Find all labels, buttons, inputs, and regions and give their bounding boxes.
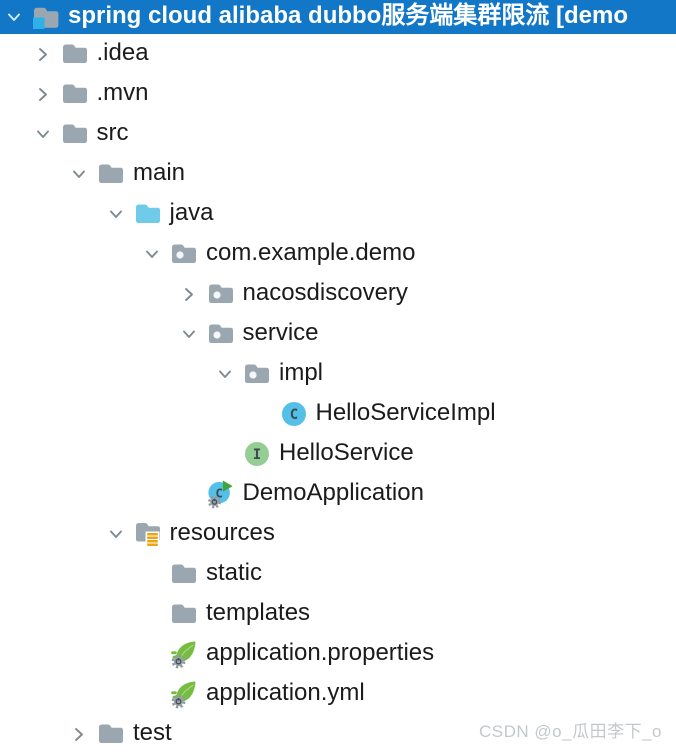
tree-item-label: com.example.demo: [206, 239, 416, 266]
tree-item-label: resources: [169, 519, 275, 546]
chevron-down-icon[interactable]: [104, 525, 128, 543]
tree-item-label: templates: [206, 599, 311, 626]
spring-config-icon: [170, 679, 198, 709]
tree-item-impl[interactable]: impl: [0, 354, 676, 394]
tree-item-test[interactable]: test: [0, 714, 676, 754]
tree-item-mvn[interactable]: .mvn: [0, 74, 676, 114]
project-folder-icon: [32, 2, 60, 32]
tree-item-project-root[interactable]: spring cloud alibaba dubbo服务端集群限流 [demo: [0, 0, 676, 34]
csdn-watermark: CSDN @o_瓜田李下_o: [479, 722, 662, 741]
tree-item-templates[interactable]: templates: [0, 594, 676, 634]
folder-icon: [97, 159, 125, 189]
tree-item-label: java: [169, 199, 214, 226]
chevron-right-icon[interactable]: [31, 45, 55, 63]
tree-item-label: service: [242, 319, 319, 346]
chevron-down-icon[interactable]: [213, 365, 237, 383]
tree-item-application-yml[interactable]: application.yml: [0, 674, 676, 714]
chevron-down-icon[interactable]: [177, 325, 201, 343]
chevron-down-icon[interactable]: [140, 245, 164, 263]
class-icon: [280, 399, 308, 429]
toggle-placeholder: [213, 445, 237, 463]
tree-item-demoapplication[interactable]: DemoApplication: [0, 474, 676, 514]
chevron-down-icon[interactable]: [2, 8, 26, 26]
chevron-right-icon[interactable]: [31, 85, 55, 103]
tree-item-label: .mvn: [96, 79, 149, 106]
tree-item-label: HelloServiceImpl: [315, 399, 496, 426]
tree-item-label: .idea: [96, 39, 149, 66]
package-icon: [207, 319, 235, 349]
tree-item-label: application.properties: [206, 639, 435, 666]
project-root-label: spring cloud alibaba dubbo服务端集群限流 [demo: [68, 2, 629, 29]
package-icon: [207, 279, 235, 309]
runnable-class-icon: [207, 479, 235, 509]
tree-item-com-example-demo[interactable]: com.example.demo: [0, 234, 676, 274]
tree-item-service[interactable]: service: [0, 314, 676, 354]
resources-folder-icon: [134, 519, 162, 549]
source-folder-icon: [134, 199, 162, 229]
tree-item-java[interactable]: java: [0, 194, 676, 234]
tree-item-static[interactable]: static: [0, 554, 676, 594]
tree-item-application-properties[interactable]: application.properties: [0, 634, 676, 674]
tree-item-label: nacosdiscovery: [242, 279, 408, 306]
folder-icon: [170, 599, 198, 629]
folder-icon: [61, 79, 89, 109]
tree-item-main[interactable]: main: [0, 154, 676, 194]
tree-item-label: src: [96, 119, 129, 146]
tree-item-label: HelloService: [279, 439, 414, 466]
toggle-placeholder: [140, 565, 164, 583]
tree-item-nacosdiscovery[interactable]: nacosdiscovery: [0, 274, 676, 314]
tree-item-helloserviceimpl[interactable]: HelloServiceImpl: [0, 394, 676, 434]
package-icon: [170, 239, 198, 269]
folder-icon: [170, 559, 198, 589]
folder-icon: [61, 39, 89, 69]
folder-icon: [61, 119, 89, 149]
tree-item-helloservice[interactable]: HelloService: [0, 434, 676, 474]
tree-item-label: test: [133, 719, 172, 746]
chevron-down-icon[interactable]: [67, 165, 91, 183]
chevron-down-icon[interactable]: [104, 205, 128, 223]
folder-icon: [97, 719, 125, 749]
package-icon: [243, 359, 271, 389]
toggle-placeholder: [140, 605, 164, 623]
toggle-placeholder: [177, 485, 201, 503]
chevron-right-icon[interactable]: [67, 725, 91, 743]
tree-item-label: static: [206, 559, 263, 586]
toggle-placeholder: [140, 645, 164, 663]
spring-config-icon: [170, 639, 198, 669]
toggle-placeholder: [250, 405, 274, 423]
tree-item-label: application.yml: [206, 679, 365, 706]
interface-icon: [243, 439, 271, 469]
tree-item-label: DemoApplication: [242, 479, 424, 506]
chevron-down-icon[interactable]: [31, 125, 55, 143]
tree-item-label: main: [133, 159, 186, 186]
tree-item-src[interactable]: src: [0, 114, 676, 154]
toggle-placeholder: [140, 685, 164, 703]
tree-item-idea[interactable]: .idea: [0, 34, 676, 74]
tree-item-label: impl: [279, 359, 324, 386]
chevron-right-icon[interactable]: [177, 285, 201, 303]
tree-item-resources[interactable]: resources: [0, 514, 676, 554]
